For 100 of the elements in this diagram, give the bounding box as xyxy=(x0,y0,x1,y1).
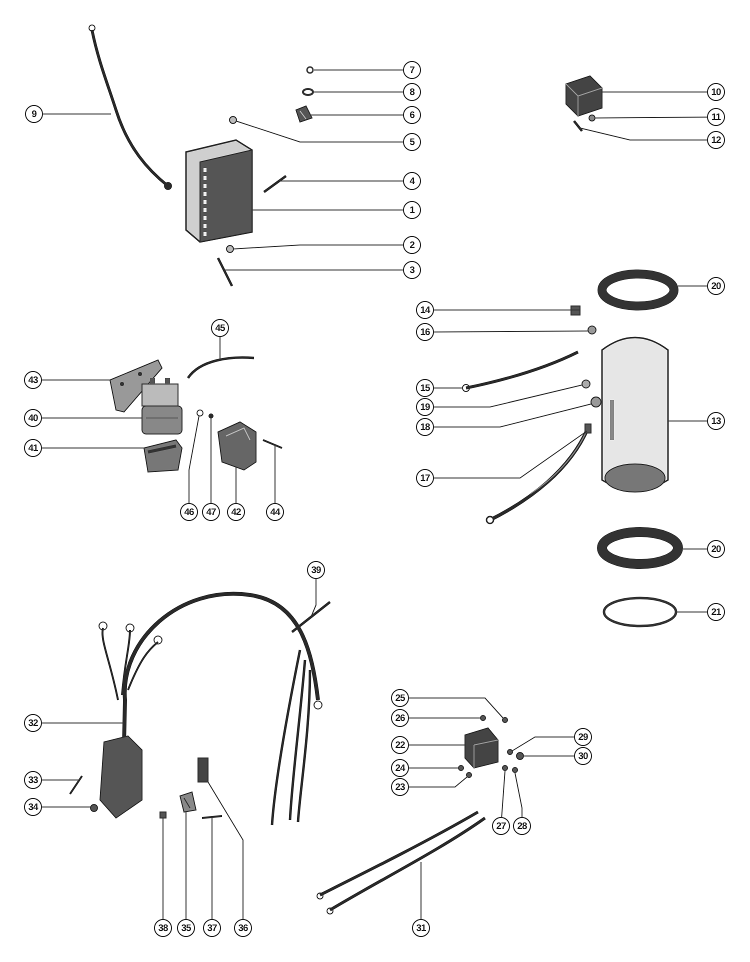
callout-number: 29 xyxy=(574,728,592,746)
callout-number: 21 xyxy=(707,603,725,621)
callout-number: 22 xyxy=(391,736,409,754)
washer-drawing xyxy=(196,410,204,416)
cable-drawing xyxy=(486,424,592,524)
ring-drawing xyxy=(597,527,683,569)
leader-line xyxy=(594,116,708,118)
screw-drawing xyxy=(263,174,287,194)
callout-number: 12 xyxy=(707,131,725,149)
callout-number: 23 xyxy=(391,778,409,796)
callout-number: 25 xyxy=(391,689,409,707)
bolt-drawing xyxy=(291,601,331,633)
screw-drawing xyxy=(466,772,472,778)
leader-line xyxy=(42,806,92,808)
ring-drawing xyxy=(598,270,678,310)
callout-number: 14 xyxy=(416,301,434,319)
nut-drawing xyxy=(229,116,237,124)
leader-line xyxy=(434,330,588,332)
callout-number: 10 xyxy=(707,83,725,101)
callout-number: 44 xyxy=(266,503,284,521)
callout-number: 16 xyxy=(416,323,434,341)
nut-drawing xyxy=(590,396,602,408)
leader-line xyxy=(668,420,708,422)
washer-drawing xyxy=(208,414,214,418)
callout-number: 24 xyxy=(391,759,409,777)
leader-line xyxy=(208,782,244,920)
callout-number: 34 xyxy=(24,798,42,816)
callout-number: 1 xyxy=(403,201,421,219)
leader-line xyxy=(408,698,504,718)
cable-drawing xyxy=(88,24,172,190)
callout-number: 17 xyxy=(416,469,434,487)
callout-number: 33 xyxy=(24,771,42,789)
nut-drawing xyxy=(90,804,98,812)
callout-number: 3 xyxy=(403,261,421,279)
callout-number: 2 xyxy=(403,236,421,254)
callout-number: 11 xyxy=(707,108,725,126)
cable-drawing xyxy=(316,810,486,914)
o-ring-drawing xyxy=(602,596,678,628)
screw-drawing xyxy=(262,439,282,449)
leader-line xyxy=(162,818,164,920)
leader-line xyxy=(420,862,422,920)
callout-number: 36 xyxy=(234,919,252,937)
callout-number: 9 xyxy=(25,105,43,123)
callout-number: 28 xyxy=(513,817,531,835)
screw-drawing xyxy=(216,257,234,287)
screw-drawing xyxy=(69,775,83,795)
cable-drawing xyxy=(462,350,579,392)
leader-line xyxy=(232,244,404,250)
screw-drawing xyxy=(502,717,508,723)
leader-line xyxy=(236,120,404,142)
nut-drawing xyxy=(570,306,580,316)
nut-drawing xyxy=(226,245,234,253)
callout-number: 31 xyxy=(412,919,430,937)
callout-number: 30 xyxy=(574,747,592,765)
leader-line xyxy=(42,722,124,724)
callout-number: 39 xyxy=(307,561,325,579)
callout-number: 15 xyxy=(416,379,434,397)
callout-number: 43 xyxy=(24,371,42,389)
cover-drawing xyxy=(217,421,256,471)
solenoid-drawing xyxy=(142,378,182,434)
nut-drawing xyxy=(512,767,518,773)
callout-number: 46 xyxy=(180,503,198,521)
callout-number: 4 xyxy=(403,172,421,190)
callout-number: 8 xyxy=(403,83,421,101)
leader-line xyxy=(310,578,316,618)
switch-box-drawing xyxy=(185,139,253,243)
leader-line xyxy=(512,736,574,752)
rectifier-drawing xyxy=(566,75,602,117)
callout-number: 32 xyxy=(24,714,42,732)
callout-number: 19 xyxy=(416,398,434,416)
callout-number: 35 xyxy=(177,919,195,937)
callout-number: 26 xyxy=(391,709,409,727)
cover-drawing xyxy=(143,439,183,473)
callout-number: 40 xyxy=(24,409,42,427)
nut-drawing xyxy=(516,752,524,760)
nut-drawing xyxy=(480,715,486,721)
nut-drawing xyxy=(582,380,590,388)
leader-line xyxy=(514,772,522,818)
screw-drawing xyxy=(573,120,583,132)
solenoid-drawing xyxy=(464,727,498,769)
cable-drawing xyxy=(187,356,254,379)
callout-number: 20 xyxy=(707,540,725,558)
callout-number: 41 xyxy=(24,439,42,457)
callout-number: 7 xyxy=(403,61,421,79)
callout-number: 18 xyxy=(416,418,434,436)
leader-line xyxy=(434,430,588,478)
washer-drawing xyxy=(302,88,314,96)
leader-line xyxy=(501,770,506,818)
nut-drawing xyxy=(507,749,513,755)
callout-number: 38 xyxy=(154,919,172,937)
washer-drawing xyxy=(458,765,464,771)
callout-number: 45 xyxy=(211,319,229,337)
callout-number: 6 xyxy=(403,106,421,124)
clamp-drawing xyxy=(295,105,313,123)
nut-drawing xyxy=(588,326,596,334)
callout-number: 42 xyxy=(227,503,245,521)
washer-drawing xyxy=(502,765,508,771)
callout-number: 13 xyxy=(707,412,725,430)
callout-number: 27 xyxy=(492,817,510,835)
leader-line xyxy=(434,384,582,408)
